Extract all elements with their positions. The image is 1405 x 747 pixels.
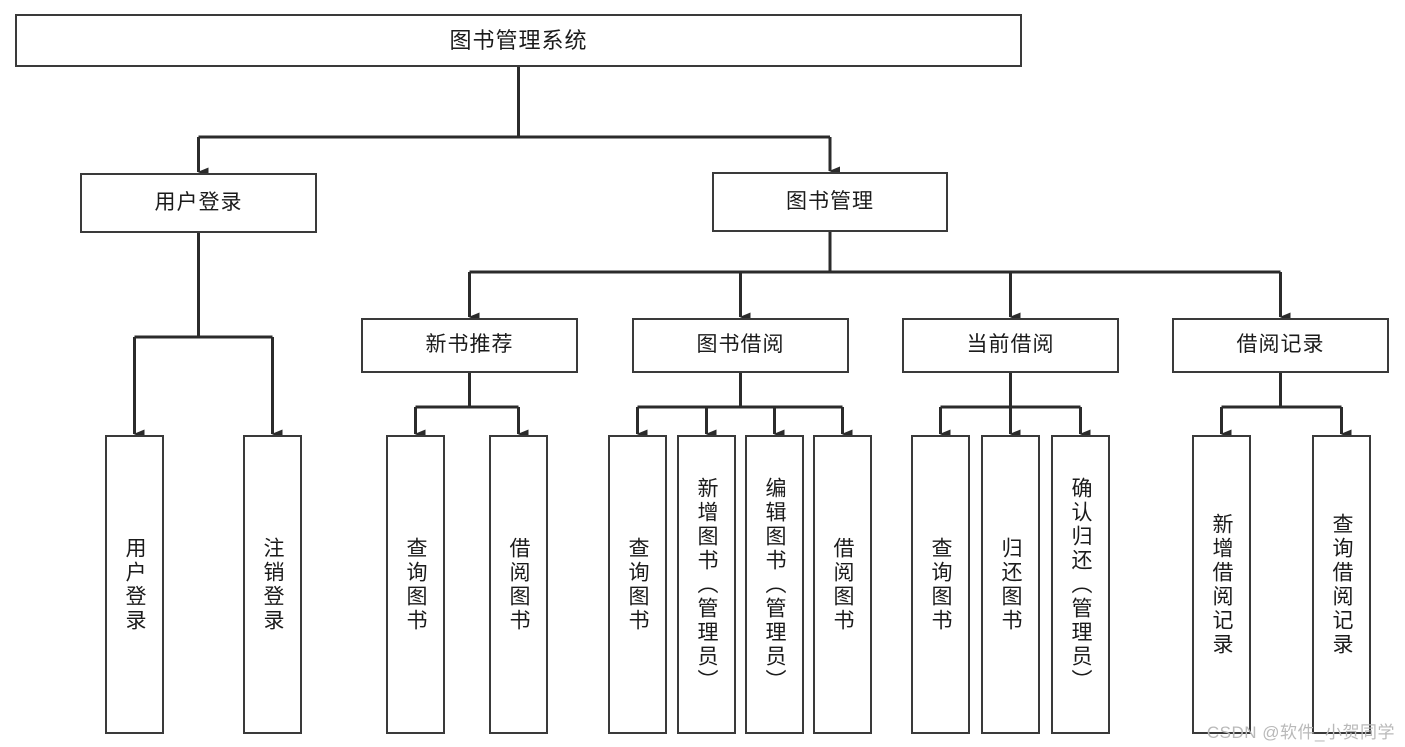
node-leaf-add-record: 新增借阅记录 bbox=[1192, 435, 1251, 734]
watermark: CSDN @软件_小贺同学 bbox=[1206, 723, 1395, 742]
node-label: 确认归还（管理员） bbox=[1069, 476, 1092, 693]
node-label: 借阅图书 bbox=[831, 536, 854, 633]
node-label: 新增图书（管理员） bbox=[695, 476, 718, 693]
node-leaf-query-book-2: 查询图书 bbox=[608, 435, 667, 734]
node-leaf-query-book-1: 查询图书 bbox=[386, 435, 445, 734]
node-label: 借阅记录 bbox=[1236, 333, 1325, 357]
node-label: 当前借阅 bbox=[966, 333, 1055, 357]
node-label: 新增借阅记录 bbox=[1210, 512, 1233, 657]
node-label: 查询借阅记录 bbox=[1330, 512, 1353, 657]
node-label: 查询图书 bbox=[626, 536, 649, 633]
node-leaf-logout: 注销登录 bbox=[243, 435, 302, 734]
node-label: 图书管理系统 bbox=[449, 27, 588, 53]
node-label: 查询图书 bbox=[404, 536, 427, 633]
node-label: 图书管理 bbox=[786, 189, 874, 213]
node-label: 新书推荐 bbox=[425, 333, 514, 357]
node-leaf-return-book: 归还图书 bbox=[981, 435, 1040, 734]
node-new-book-recommend: 新书推荐 bbox=[361, 318, 578, 373]
node-leaf-query-record: 查询借阅记录 bbox=[1312, 435, 1371, 734]
node-leaf-query-book-3: 查询图书 bbox=[911, 435, 970, 734]
node-label: 归还图书 bbox=[999, 536, 1022, 633]
node-label: 编辑图书（管理员） bbox=[763, 476, 786, 693]
node-leaf-confirm-return: 确认归还（管理员） bbox=[1051, 435, 1110, 734]
node-label: 查询图书 bbox=[929, 536, 952, 633]
node-user-login: 用户登录 bbox=[80, 173, 317, 233]
node-leaf-edit-book: 编辑图书（管理员） bbox=[745, 435, 804, 734]
node-leaf-borrow-book-2: 借阅图书 bbox=[813, 435, 872, 734]
node-label: 用户登录 bbox=[154, 190, 243, 214]
node-leaf-user-login: 用户登录 bbox=[105, 435, 164, 734]
node-label: 注销登录 bbox=[261, 536, 284, 633]
node-borrow-record: 借阅记录 bbox=[1172, 318, 1389, 373]
node-leaf-add-book: 新增图书（管理员） bbox=[677, 435, 736, 734]
node-label: 用户登录 bbox=[123, 536, 146, 633]
node-label: 借阅图书 bbox=[507, 536, 530, 633]
node-book-manage: 图书管理 bbox=[712, 172, 948, 232]
node-leaf-borrow-book-1: 借阅图书 bbox=[489, 435, 548, 734]
node-book-borrow: 图书借阅 bbox=[632, 318, 849, 373]
node-root-title: 图书管理系统 bbox=[15, 14, 1022, 67]
node-current-borrow: 当前借阅 bbox=[902, 318, 1119, 373]
node-label: 图书借阅 bbox=[696, 333, 785, 357]
